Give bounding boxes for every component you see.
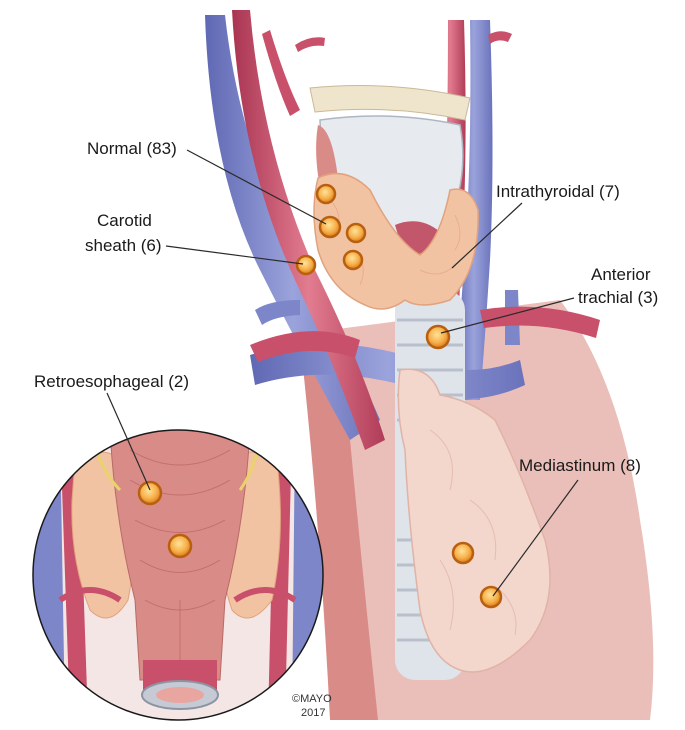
inset-vein-left: [33, 430, 65, 720]
nodule-mediastinum-upper: [451, 541, 475, 565]
inset-muscle-fibers: [129, 449, 231, 680]
inset-artery-branch-right: [233, 587, 297, 603]
nodules-normal: [315, 183, 367, 271]
copyright-line1: ©MAYO: [292, 693, 332, 705]
leader-mediastinum: [492, 479, 579, 597]
label-anterior-line2: trachial (3): [578, 288, 658, 307]
label-intrathyroidal: Intrathyroidal (7): [496, 182, 620, 201]
posterior-view-inset: [32, 429, 324, 721]
copyright-line2: 2017: [301, 707, 325, 719]
label-normal: Normal (83): [87, 139, 177, 158]
artery-branch-top-left: [295, 37, 325, 52]
vein-branch-left: [255, 300, 300, 325]
external-carotid-left: [262, 30, 300, 116]
leader-retroesophageal: [106, 392, 151, 491]
nodule-retroesophageal-upper: [137, 480, 163, 506]
label-mediastinum: Mediastinum (8): [519, 456, 641, 475]
artery-branch-top-right: [488, 31, 512, 44]
leader-normal: [186, 149, 327, 225]
inset-artery-branch-left: [58, 587, 122, 603]
thymus-texture: [429, 429, 517, 636]
leader-intrathyroidal: [451, 202, 523, 269]
nodule-anterior-tracheal: [425, 324, 451, 350]
strap-muscle-left: [300, 330, 378, 720]
hyoid-bone: [309, 85, 471, 121]
subclavian-artery: [250, 331, 360, 362]
label-carotid-line1: Carotid: [97, 211, 152, 230]
label-carotid-line2: sheath (6): [85, 236, 162, 255]
leader-anterior-tracheal: [440, 297, 575, 334]
thyroid-gland: [313, 172, 479, 310]
inset-artery-left: [60, 430, 88, 720]
label-retroesophageal: Retroesophageal (2): [34, 372, 189, 391]
nodule-carotid-sheath: [295, 254, 317, 276]
nodule-retroesophageal-lower: [167, 533, 193, 559]
thymus-tissue: [397, 368, 551, 673]
leader-carotid-sheath: [165, 245, 304, 265]
label-anterior-line1: Anterior: [591, 265, 651, 284]
